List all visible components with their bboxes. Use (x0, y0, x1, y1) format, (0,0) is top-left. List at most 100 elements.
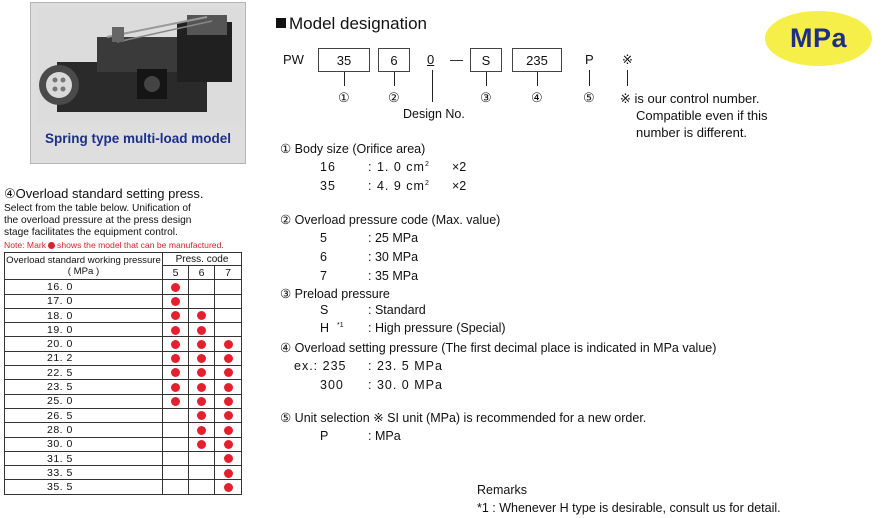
available-dot-icon (197, 439, 206, 449)
table-row: 17. 0 (4, 293, 242, 309)
preload-title: ③ Preload pressure (280, 287, 390, 301)
preload-s: S (320, 303, 329, 317)
control-note-line-1: ※ is our control number. (620, 91, 760, 106)
circle-1: ① (338, 90, 350, 105)
control-note-line-2: Compatible even if this (636, 108, 768, 123)
model-box-overload-code: 6 (378, 48, 410, 72)
press-code-cell-7 (214, 379, 242, 395)
available-dot-icon (197, 411, 206, 421)
press-code-cell-5 (162, 322, 189, 338)
overload-code-7-value: : 35 MPa (368, 269, 419, 283)
available-dot-icon (171, 382, 180, 392)
working-pressure-value: 26. 5 (4, 407, 163, 424)
working-pressure-value: 22. 5 (4, 365, 163, 381)
available-dot-icon (223, 354, 233, 364)
note-dot-icon (48, 242, 56, 249)
press-code-cell-7 (214, 393, 242, 409)
available-dot-icon (171, 311, 180, 321)
press-code-cell-5 (162, 279, 189, 295)
working-pressure-header-text: Overload standard working pressure (6, 255, 161, 267)
photo-caption: Spring type multi-load model (44, 131, 231, 146)
available-dot-icon (197, 397, 206, 407)
press-code-cell-7 (214, 307, 242, 324)
setting-example-300-value: : 30. 0 MPa (368, 378, 443, 392)
overload-code-7: 7 (320, 269, 327, 283)
press-code-cell-7 (214, 336, 242, 352)
connector-line-3 (486, 72, 487, 86)
table-row: 20. 0 (4, 336, 242, 352)
available-dot-icon (223, 425, 233, 435)
preload-s-value: : Standard (368, 303, 426, 317)
available-dot-icon (171, 354, 180, 364)
unit-p: P (320, 429, 329, 443)
unit-p-value: : MPa (368, 429, 401, 443)
press-code-cell-5 (162, 379, 189, 395)
available-dot-icon (171, 368, 180, 378)
circle-3: ③ (480, 90, 492, 105)
code-header-6: 6 (188, 264, 215, 281)
working-pressure-value: 21. 2 (4, 350, 163, 367)
body-size-16-mult: ×2 (452, 160, 467, 174)
circle-4: ④ (531, 90, 543, 105)
press-code-cell-7 (214, 350, 242, 367)
available-dot-icon (223, 382, 233, 392)
working-pressure-value: 16. 0 (4, 279, 163, 295)
press-code-cell-5 (162, 307, 189, 324)
table-row: 26. 5 (4, 407, 242, 424)
press-code-cell-7 (214, 479, 242, 495)
unit-selection-title: ⑤ Unit selection ※ SI unit (MPa) is reco… (280, 411, 647, 425)
press-code-cell-7 (214, 279, 242, 295)
press-code-cell-6 (188, 322, 215, 338)
available-dot-icon (223, 397, 233, 407)
connector-line-design (432, 70, 433, 102)
available-dot-icon (197, 425, 206, 435)
table-row: 21. 2 (4, 350, 242, 367)
available-dot-icon (223, 482, 233, 492)
press-code-cell-6 (188, 350, 215, 367)
overload-code-6: 6 (320, 250, 327, 264)
press-code-cell-7 (214, 450, 242, 467)
press-code-cell-6 (188, 279, 215, 295)
table-row: 16. 0 (4, 279, 242, 295)
available-dot-icon (197, 368, 206, 378)
overload-code-5-value: : 25 MPa (368, 231, 419, 245)
available-dot-icon (223, 454, 233, 464)
circle-5: ⑤ (583, 90, 595, 105)
working-pressure-value: 25. 0 (4, 393, 163, 409)
code-header-5: 5 (162, 264, 189, 281)
press-code-cell-6 (188, 479, 215, 495)
design-no-label: Design No. (403, 107, 465, 121)
press-code-cell-5 (162, 450, 189, 467)
press-code-cell-7 (214, 436, 242, 452)
working-pressure-value: 18. 0 (4, 307, 163, 324)
press-code-cell-7 (214, 465, 242, 481)
overload-code-6-value: : 30 MPa (368, 250, 419, 264)
press-code-cell-6 (188, 450, 215, 467)
product-photo-card: Spring type multi-load model (30, 2, 246, 164)
model-prefix: PW (283, 52, 304, 67)
body-size-16-code: 16 (320, 160, 336, 174)
working-pressure-header: Overload standard working pressure ( MPa… (4, 251, 163, 281)
press-code-cell-5 (162, 479, 189, 495)
working-pressure-unit: ( MPa ) (67, 266, 100, 278)
press-code-cell-6 (188, 436, 215, 452)
setting-pressure-title: ④ Overload setting pressure (The first d… (280, 341, 717, 355)
press-code-cell-5 (162, 350, 189, 367)
working-pressure-value: 30. 0 (4, 436, 163, 452)
model-box-setting: 235 (512, 48, 562, 72)
table-row: 19. 0 (4, 322, 242, 338)
preload-h: H*1 (320, 321, 344, 335)
setting-example-300: 300 (320, 378, 344, 392)
overload-code-title: ② Overload pressure code (Max. value) (280, 213, 501, 227)
working-pressure-value: 35. 5 (4, 479, 163, 495)
press-code-cell-7 (214, 293, 242, 309)
model-unit-letter: P (585, 52, 594, 67)
circle-2: ② (388, 90, 400, 105)
working-pressure-value: 19. 0 (4, 322, 163, 338)
body-size-35-mult: ×2 (452, 179, 467, 193)
available-dot-icon (223, 339, 233, 349)
press-code-cell-7 (214, 365, 242, 381)
model-designation-title: Model designation (276, 14, 427, 34)
press-code-cell-5 (162, 293, 189, 309)
